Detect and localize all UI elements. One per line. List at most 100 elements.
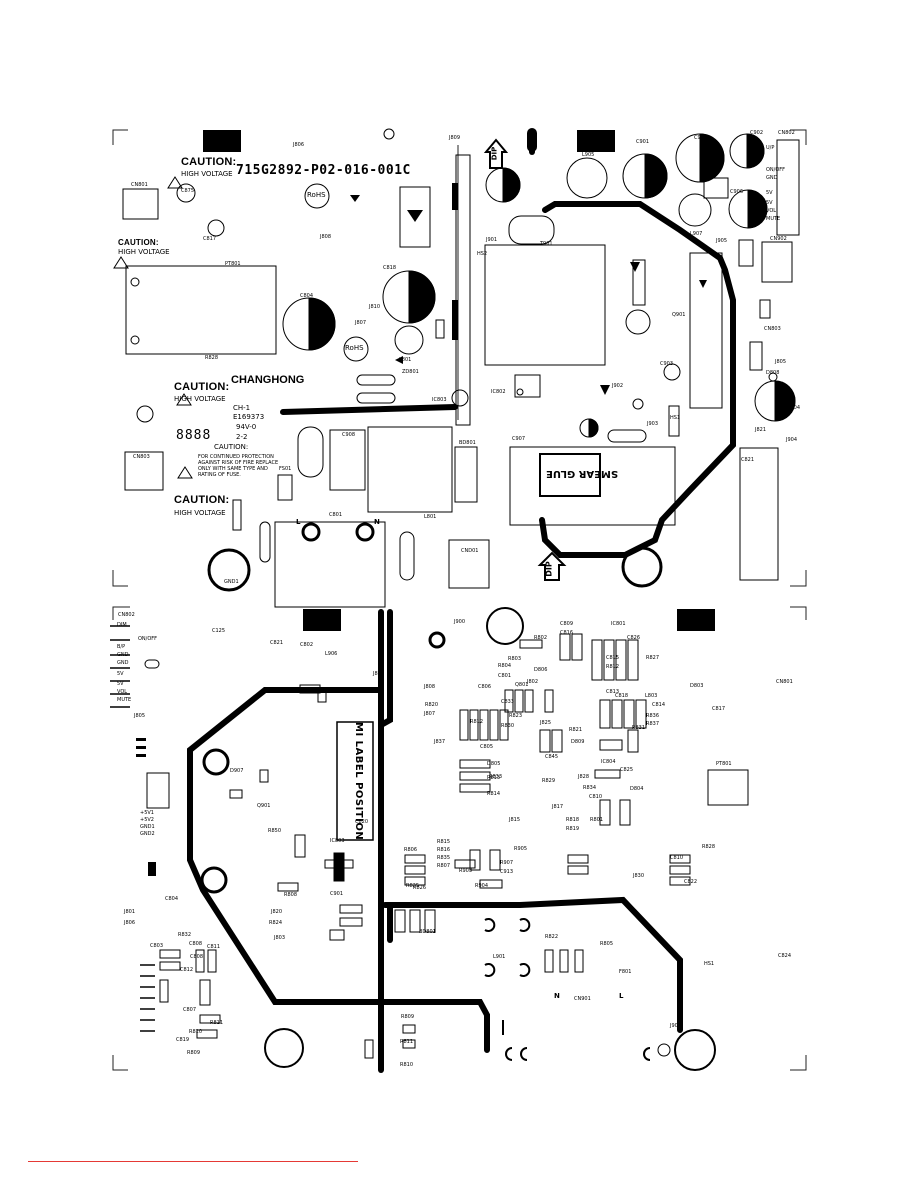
ref-c818: C818 <box>383 265 397 271</box>
smd-pad <box>317 689 327 703</box>
smd-pad <box>159 949 181 959</box>
rohs-circle-1 <box>304 183 330 209</box>
ref-c817: C817 <box>712 706 726 712</box>
inductor-l801 <box>367 426 453 513</box>
ref-d808: D808 <box>766 370 780 376</box>
transformer-pt801 <box>125 265 277 355</box>
ref-r828: R828 <box>702 844 716 850</box>
fire-caution-line-4: RATING OF FUSE. <box>198 472 241 478</box>
ref-r822: R822 <box>545 934 559 940</box>
coil-l806 <box>394 325 424 355</box>
smd-pad <box>459 759 491 769</box>
caution-label-1: CAUTION: <box>181 156 237 168</box>
ref-r814: R814 <box>487 791 501 797</box>
pin-5v-2: 5V <box>117 681 124 687</box>
ref-d804: D804 <box>630 786 644 792</box>
ref-c802: C802 <box>300 642 314 648</box>
mount-hole-3 <box>486 607 524 645</box>
bottom-board-outline <box>112 606 807 1071</box>
ref-c908: C908 <box>342 432 356 438</box>
ref-r810: R810 <box>189 1029 203 1035</box>
ref-r804: R804 <box>498 663 512 669</box>
ref-r813: R813 <box>487 775 501 781</box>
smd-pad <box>611 699 623 729</box>
ref-q801: Q801 <box>515 682 529 688</box>
caution-label-2: CAUTION: <box>118 238 159 247</box>
fire-caution-line-1: FOR CONTINUED PROTECTION <box>198 454 274 460</box>
ref-c817: C817 <box>203 236 217 242</box>
smd-pad <box>544 949 554 973</box>
ref-cn801: CN801 <box>776 679 793 685</box>
mount-hole-2 <box>621 546 663 588</box>
smd-pad <box>594 769 621 779</box>
ref-j806: J806 <box>124 920 136 926</box>
ref-r905: R905 <box>514 846 528 852</box>
ref-j900: J900 <box>454 619 466 625</box>
cn802-pin-up: U/P <box>766 145 775 151</box>
ref-l901: L901 <box>493 954 506 960</box>
ref-l801: L801 <box>399 357 412 363</box>
smd-pad <box>195 949 205 973</box>
cn802-pin-5v-1: 5V <box>766 190 773 196</box>
caution-label-3: CAUTION: <box>174 381 230 393</box>
smd-pad <box>479 879 503 889</box>
ref-c822: C822 <box>684 879 698 885</box>
ref-r827: R827 <box>646 655 660 661</box>
terminal-l <box>301 522 321 542</box>
ref-c820: C820 <box>355 819 369 825</box>
ref-r904: R904 <box>475 883 489 889</box>
smd-pad <box>627 639 639 681</box>
ref-cn803: CN803 <box>133 454 150 460</box>
ref-ic804: IC804 <box>601 759 616 765</box>
stack-pin-gnd2: GND2 <box>140 831 155 837</box>
ref-cn802-bottom: CN802 <box>118 612 135 618</box>
ref-j815: J815 <box>509 817 521 823</box>
top-marker-block-left <box>203 130 241 152</box>
ref-j820: J820 <box>271 909 283 915</box>
ref-d907: D907 <box>230 768 244 774</box>
ref-c907: C907 <box>512 436 526 442</box>
ref-pt801: PT801 <box>225 261 241 267</box>
cap-c911 <box>625 309 651 335</box>
ref-r907: R907 <box>500 860 514 866</box>
cn802-pin-mute: MUTE <box>766 216 781 222</box>
bottom-heavy-traces <box>187 609 683 1073</box>
ref-l803: L803 <box>645 693 658 699</box>
smd-pad <box>207 949 217 973</box>
top-marker-block-right <box>577 130 615 152</box>
ref-c803: C803 <box>150 943 164 949</box>
ref-c125: C125 <box>212 628 226 634</box>
ref-j803: J803 <box>274 935 286 941</box>
transformer-t901 <box>484 244 606 366</box>
ref-j901: J901 <box>486 237 498 243</box>
ref-hs1: HS1 <box>704 961 715 967</box>
ref-c814: C814 <box>652 702 666 708</box>
smd-pad <box>199 979 211 1006</box>
smd-pad <box>489 709 499 741</box>
smd-pad <box>591 639 603 681</box>
smd-pad <box>571 633 583 661</box>
ref-r824: R824 <box>269 920 283 926</box>
fire-caution-line-3: ONLY WITH SAME TYPE AND <box>198 466 268 472</box>
brand-name: CHANGHONG <box>231 374 305 386</box>
ref-l801-main: L801 <box>424 514 437 520</box>
rohs-mark-2: RoHS <box>345 344 364 352</box>
cap-c909 <box>508 215 555 245</box>
ref-r801: R801 <box>590 817 604 823</box>
pin-vol: VOL <box>117 689 128 695</box>
ref-bd801: BD801 <box>459 440 476 446</box>
smd-pad <box>339 904 363 914</box>
ref-r826: R826 <box>413 885 427 891</box>
rohs-mark-1: RoHS <box>307 191 326 199</box>
ref-c824: C824 <box>778 953 792 959</box>
mount-hole-1 <box>207 548 251 592</box>
ref-j802: J802 <box>527 679 539 685</box>
cert-ch1: CH-1 <box>233 404 251 412</box>
ref-r833: R833 <box>489 774 503 780</box>
ref-j808: J808 <box>424 684 436 690</box>
ref-c818: C818 <box>615 693 629 699</box>
stack-pin-5v1: +5V1 <box>140 810 154 816</box>
cap-c875 <box>176 183 196 203</box>
smd-pad <box>294 834 306 858</box>
